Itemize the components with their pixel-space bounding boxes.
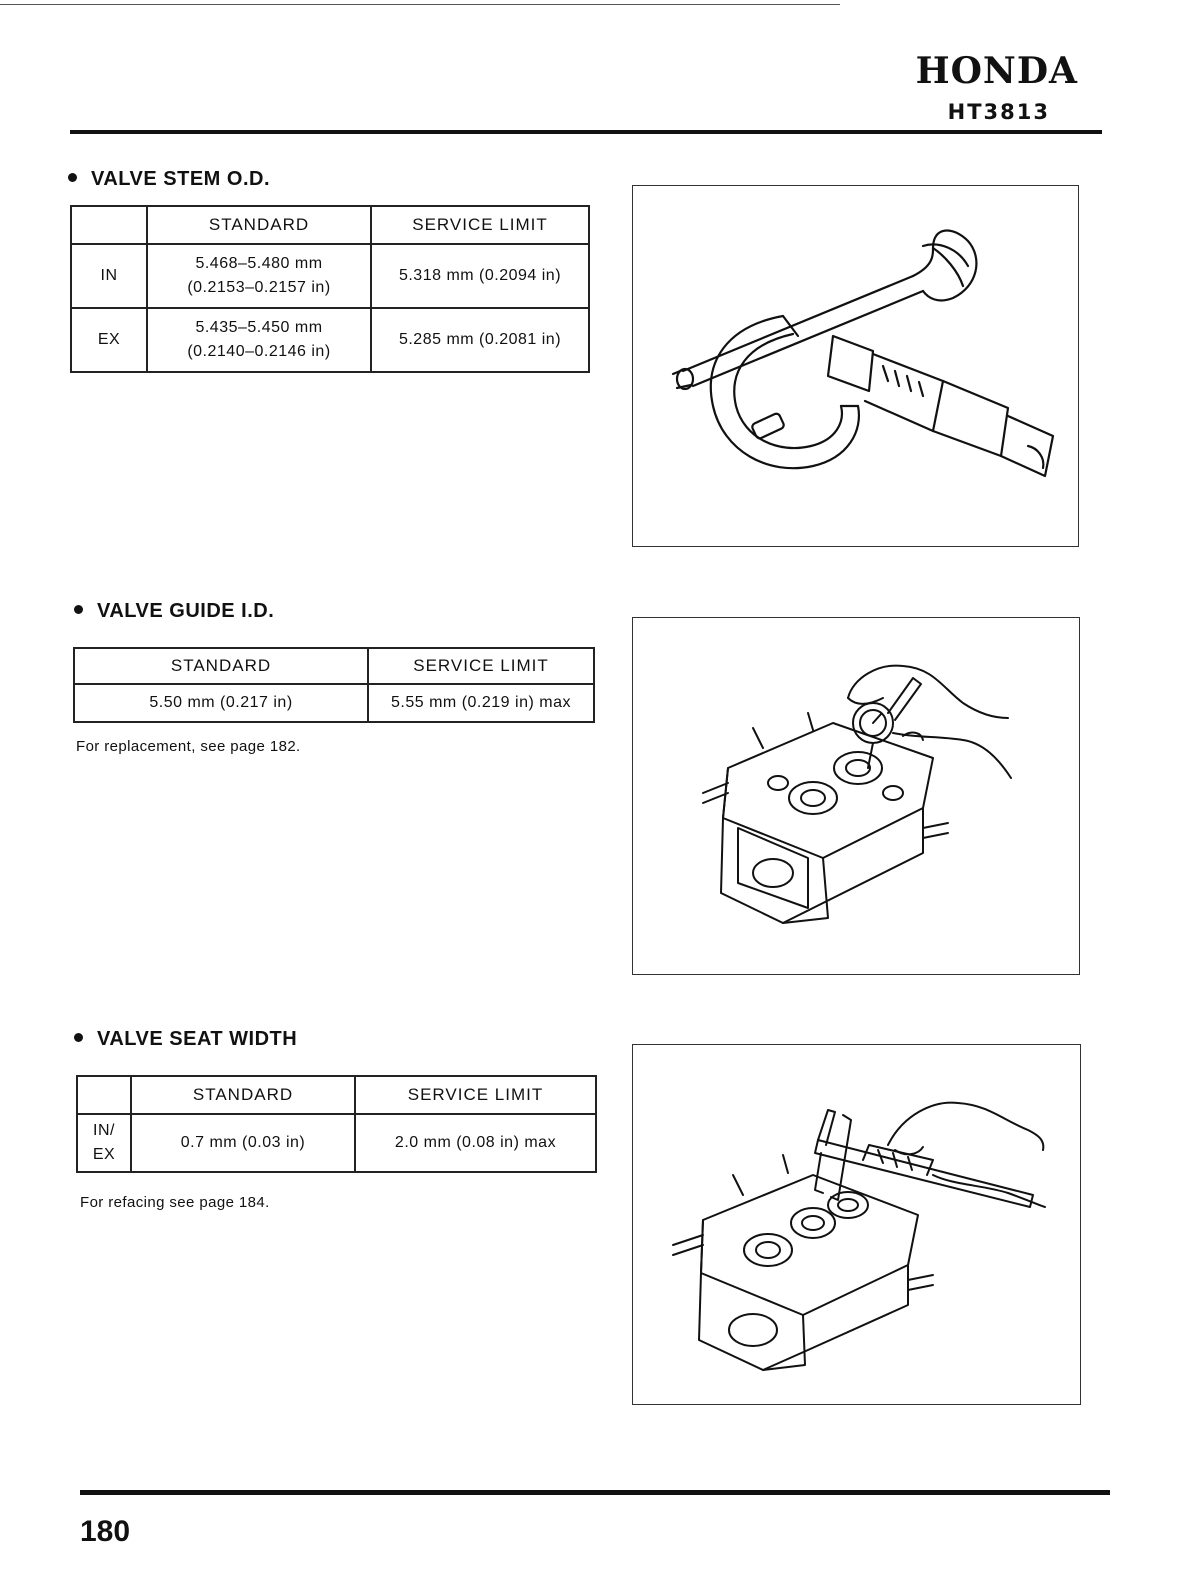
header-rule xyxy=(70,130,1102,134)
header-cell-service-limit: SERVICE LIMIT xyxy=(367,647,595,685)
row-label: IN xyxy=(70,243,148,309)
valve-guide-table: STANDARD SERVICE LIMIT 5.50 mm (0.217 in… xyxy=(73,647,595,723)
service-limit-value: 5.55 mm (0.219 in) max xyxy=(367,683,595,723)
service-limit-value: 5.285 mm (0.2081 in) xyxy=(370,307,590,373)
valve-seat-table: STANDARD SERVICE LIMIT IN/ EX 0.7 mm (0.… xyxy=(76,1075,597,1173)
header-cell-empty xyxy=(76,1075,132,1115)
bullet-icon xyxy=(74,1033,83,1043)
vernier-caliper-valve-seat-illustration xyxy=(632,1044,1081,1405)
section-heading-valve-guide: VALVE GUIDE I.D. xyxy=(74,600,274,623)
refacing-note: For refacing see page 184. xyxy=(80,1194,270,1211)
table-header-row: STANDARD SERVICE LIMIT xyxy=(76,1075,597,1115)
standard-value: 5.468–5.480 mm (0.2153–0.2157 in) xyxy=(146,243,372,309)
standard-value: 5.50 mm (0.217 in) xyxy=(73,683,369,723)
row-label: EX xyxy=(70,307,148,373)
top-edge-line xyxy=(0,4,840,5)
micrometer-icon xyxy=(671,229,1055,478)
header-cell-standard: STANDARD xyxy=(73,647,369,685)
table-header-row: STANDARD SERVICE LIMIT xyxy=(73,647,595,685)
model-code: HT3813 xyxy=(947,100,1050,124)
dial-bore-gauge-valve-guide-illustration xyxy=(632,617,1080,975)
section-heading-valve-seat: VALVE SEAT WIDTH xyxy=(74,1028,297,1051)
standard-value: 0.7 mm (0.03 in) xyxy=(130,1113,356,1173)
standard-value: 5.435–5.450 mm (0.2140–0.2146 in) xyxy=(146,307,372,373)
service-limit-value: 5.318 mm (0.2094 in) xyxy=(370,243,590,309)
header-cell-service-limit: SERVICE LIMIT xyxy=(370,205,590,245)
bullet-icon xyxy=(74,605,83,615)
page-number: 180 xyxy=(80,1515,131,1548)
table-row: IN 5.468–5.480 mm (0.2153–0.2157 in) 5.3… xyxy=(70,243,590,309)
header-cell-standard: STANDARD xyxy=(146,205,372,245)
section-heading-valve-stem: VALVE STEM O.D. xyxy=(68,168,270,191)
header-cell-service-limit: SERVICE LIMIT xyxy=(354,1075,597,1115)
table-row: EX 5.435–5.450 mm (0.2140–0.2146 in) 5.2… xyxy=(70,307,590,373)
micrometer-valve-stem-illustration xyxy=(632,185,1079,547)
row-label: IN/ EX xyxy=(76,1113,132,1173)
footer-rule xyxy=(80,1490,1110,1495)
bore-gauge-icon xyxy=(702,664,1012,924)
caliper-icon xyxy=(672,1101,1046,1371)
header-cell-empty xyxy=(70,205,148,245)
valve-stem-table: STANDARD SERVICE LIMIT IN 5.468–5.480 mm… xyxy=(70,205,590,373)
service-limit-value: 2.0 mm (0.08 in) max xyxy=(354,1113,597,1173)
header-cell-standard: STANDARD xyxy=(130,1075,356,1115)
table-header-row: STANDARD SERVICE LIMIT xyxy=(70,205,590,245)
table-row: 5.50 mm (0.217 in) 5.55 mm (0.219 in) ma… xyxy=(73,683,595,723)
replacement-note: For replacement, see page 182. xyxy=(76,738,301,755)
table-row: IN/ EX 0.7 mm (0.03 in) 2.0 mm (0.08 in)… xyxy=(76,1113,597,1173)
bullet-icon xyxy=(68,173,77,183)
brand-logo: HONDA xyxy=(915,50,1078,92)
